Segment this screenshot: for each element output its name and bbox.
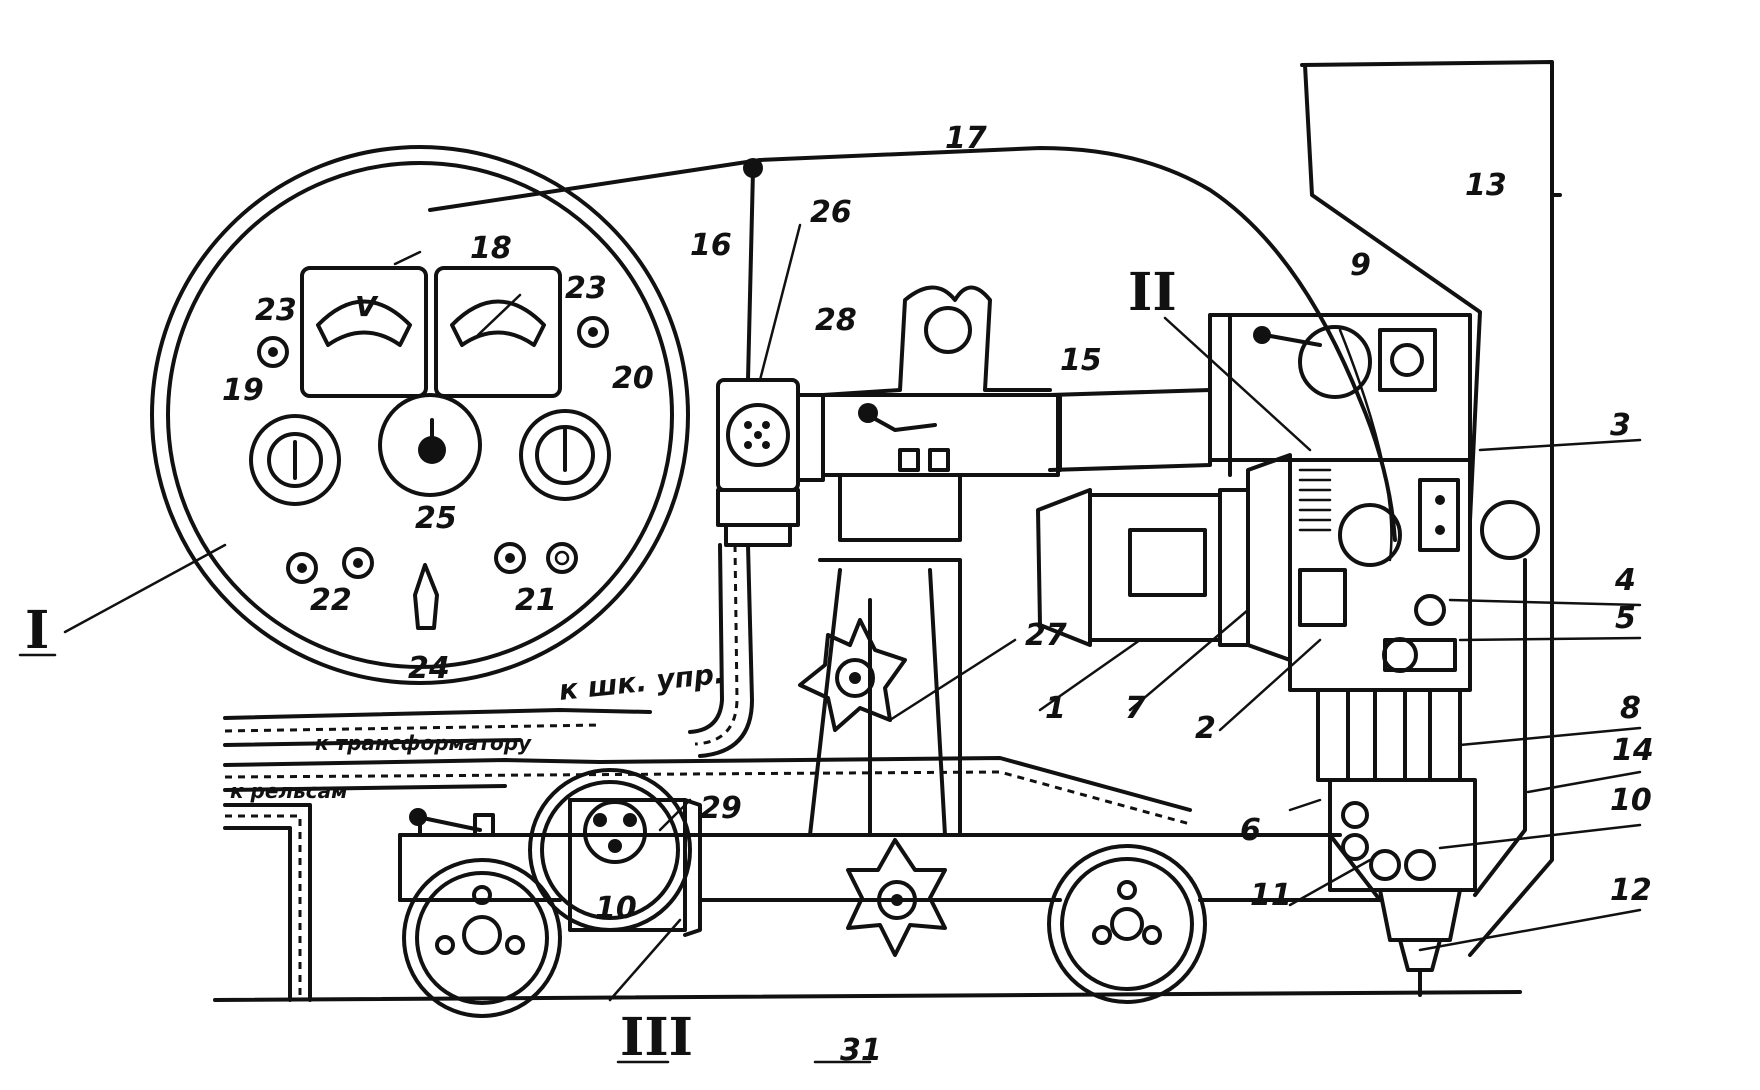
motor-1: [1036, 453, 1292, 662]
roman-III: III: [620, 1007, 693, 1068]
buttons-21: [494, 542, 578, 574]
callout-23-right: 23: [565, 271, 607, 306]
callout-25: 25: [415, 501, 457, 536]
callout-2: 2: [1195, 711, 1216, 746]
buttons-22: [286, 547, 374, 584]
column-assembly: [808, 285, 1060, 837]
callout-9: 9: [1350, 248, 1371, 283]
callout-19: 19: [222, 373, 264, 408]
lamp-23-left: [257, 336, 289, 368]
roman-I: I: [25, 600, 49, 661]
carriage-III: [398, 768, 1382, 1018]
handle-26: [743, 158, 763, 382]
callout-10: 10: [1610, 783, 1652, 818]
lamp-23-right: [577, 316, 609, 348]
callout-14: 14: [1612, 733, 1654, 768]
callout-20: 20: [612, 361, 654, 396]
callout-27: 27: [1025, 618, 1067, 653]
switch-19: [249, 414, 341, 506]
arm-15: [1048, 388, 1212, 472]
callout-7: 7: [1125, 691, 1146, 726]
star-wheel-upper: [798, 618, 907, 732]
knob-24: [413, 563, 439, 630]
voltmeter: V: [300, 266, 428, 398]
callout-22: 22: [310, 583, 352, 618]
callout-16: 16: [690, 228, 732, 263]
cable-ducts: [223, 543, 1192, 1002]
callout-13: 13: [1465, 168, 1507, 203]
callout-labels: 1 2 3 4 5 6 7 8 9 10 11 12 13 14 15 16 1…: [222, 121, 1654, 1068]
callout-10-carriage: 10: [595, 891, 637, 926]
cable-label-control: к шк. упр.: [557, 657, 726, 707]
voltmeter-letter: V: [355, 290, 379, 323]
callout-11: 11: [1250, 878, 1292, 913]
roman-II: II: [1128, 262, 1177, 323]
switch-25: [378, 393, 482, 497]
callout-29: 29: [700, 791, 742, 826]
callout-3: 3: [1610, 408, 1631, 443]
callout-26: 26: [810, 195, 852, 230]
callout-23-left: 23: [255, 293, 297, 328]
callout-17: 17: [945, 121, 987, 156]
callout-8: 8: [1620, 691, 1641, 726]
callout-12: 12: [1610, 873, 1652, 908]
electrode-wire: [1338, 328, 1393, 562]
callout-24: 24: [408, 651, 450, 686]
control-connector: [716, 378, 825, 547]
ammeter: [434, 266, 562, 398]
star-wheel-lower: [846, 838, 947, 957]
callout-21: 21: [515, 583, 557, 618]
wheel-right: [1047, 844, 1207, 1004]
callout-15: 15: [1060, 343, 1102, 378]
flux-hopper-13: [1300, 60, 1562, 957]
leader-lines: [63, 223, 1642, 1002]
callout-4: 4: [1614, 563, 1636, 598]
rail-line: [213, 990, 1522, 1002]
callout-5: 5: [1615, 601, 1636, 636]
roman-labels: I II III: [18, 262, 1177, 1068]
wheel-left: [402, 858, 562, 1018]
switch-20: [519, 409, 611, 501]
callout-1: 1: [1045, 691, 1066, 726]
callout-18: 18: [470, 231, 512, 266]
callout-28: 28: [815, 303, 857, 338]
control-panel-I: V: [150, 145, 690, 685]
cable-label-transformer: к трансформатору: [315, 731, 532, 755]
cable-label-rail: к рельсам: [230, 779, 347, 803]
callout-6: 6: [1240, 813, 1261, 848]
welding-head-II: [1208, 313, 1477, 997]
